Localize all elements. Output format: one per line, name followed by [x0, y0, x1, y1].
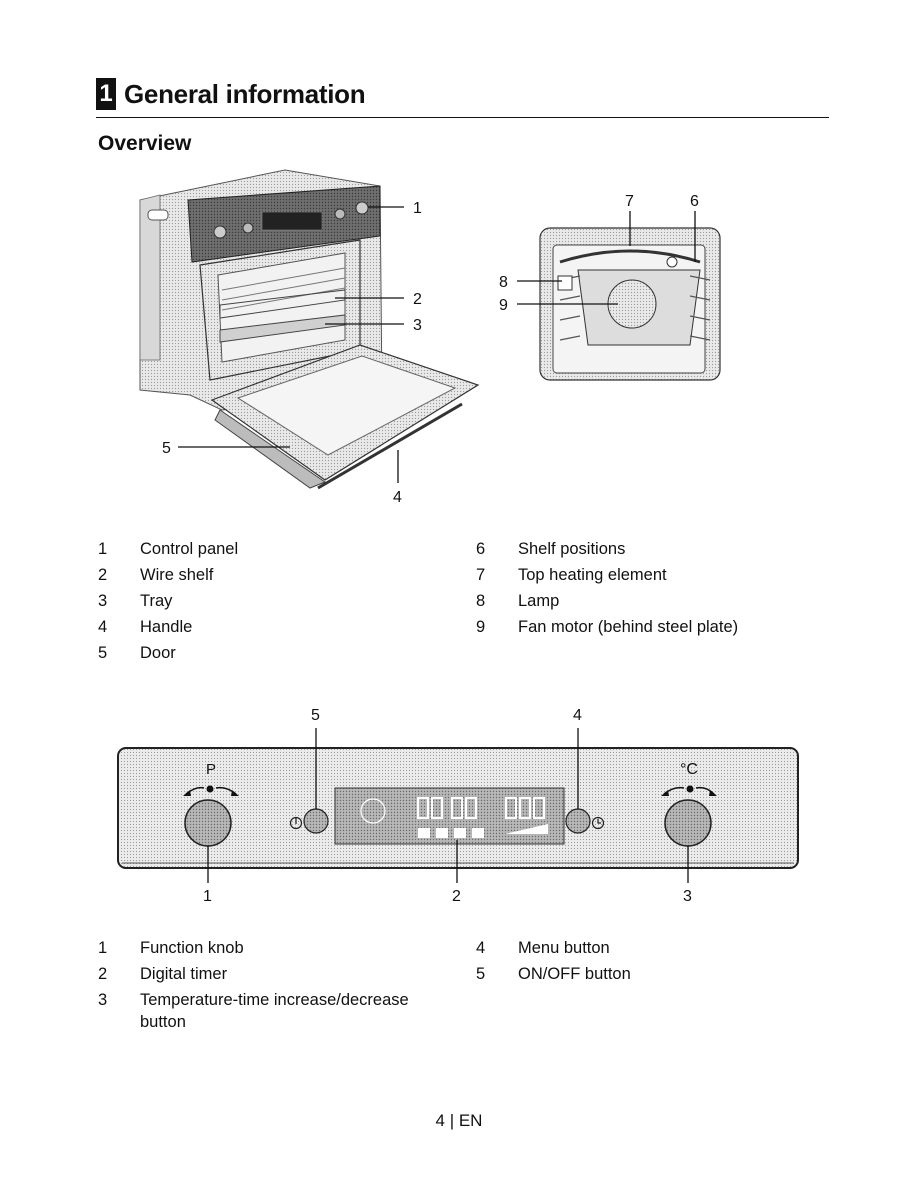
heading-rule: [96, 117, 829, 118]
menu-button[interactable]: [565, 808, 591, 834]
oven-illustration: [139, 169, 480, 490]
panel-callout-2: 2: [452, 888, 461, 905]
chapter-heading: 1 General information: [96, 78, 366, 110]
control-panel-figure: P °C: [117, 707, 799, 905]
callout-7: 7: [625, 193, 634, 210]
callout-3: 3: [413, 317, 422, 334]
panel-callout-4: 4: [573, 707, 582, 724]
section-title: Overview: [98, 132, 192, 155]
panel-callout-1: 1: [203, 888, 212, 905]
power-icon: [289, 816, 303, 830]
on-off-button[interactable]: [303, 808, 329, 834]
clock-icon: [591, 816, 605, 830]
callout-6: 6: [690, 193, 699, 210]
oven-overview-figure: 1 2 3 4 5 7 6 8 9: [139, 169, 721, 506]
callout-1: 1: [413, 200, 422, 217]
panel-callout-5: 5: [311, 707, 320, 724]
callout-2: 2: [413, 291, 422, 308]
callout-8: 8: [499, 274, 508, 291]
chapter-title: General information: [124, 78, 366, 109]
knob-label-celsius: °C: [680, 761, 698, 778]
oven-interior-illustration: [539, 227, 721, 381]
callout-4: 4: [393, 489, 402, 506]
page-footer: 4 | EN: [435, 1111, 483, 1130]
panel-callout-3: 3: [683, 888, 692, 905]
chapter-number: 1: [96, 78, 116, 110]
knob-label-p: P: [206, 761, 216, 778]
callout-5: 5: [162, 440, 171, 457]
digital-timer-display: [334, 787, 565, 845]
callout-9: 9: [499, 297, 508, 314]
